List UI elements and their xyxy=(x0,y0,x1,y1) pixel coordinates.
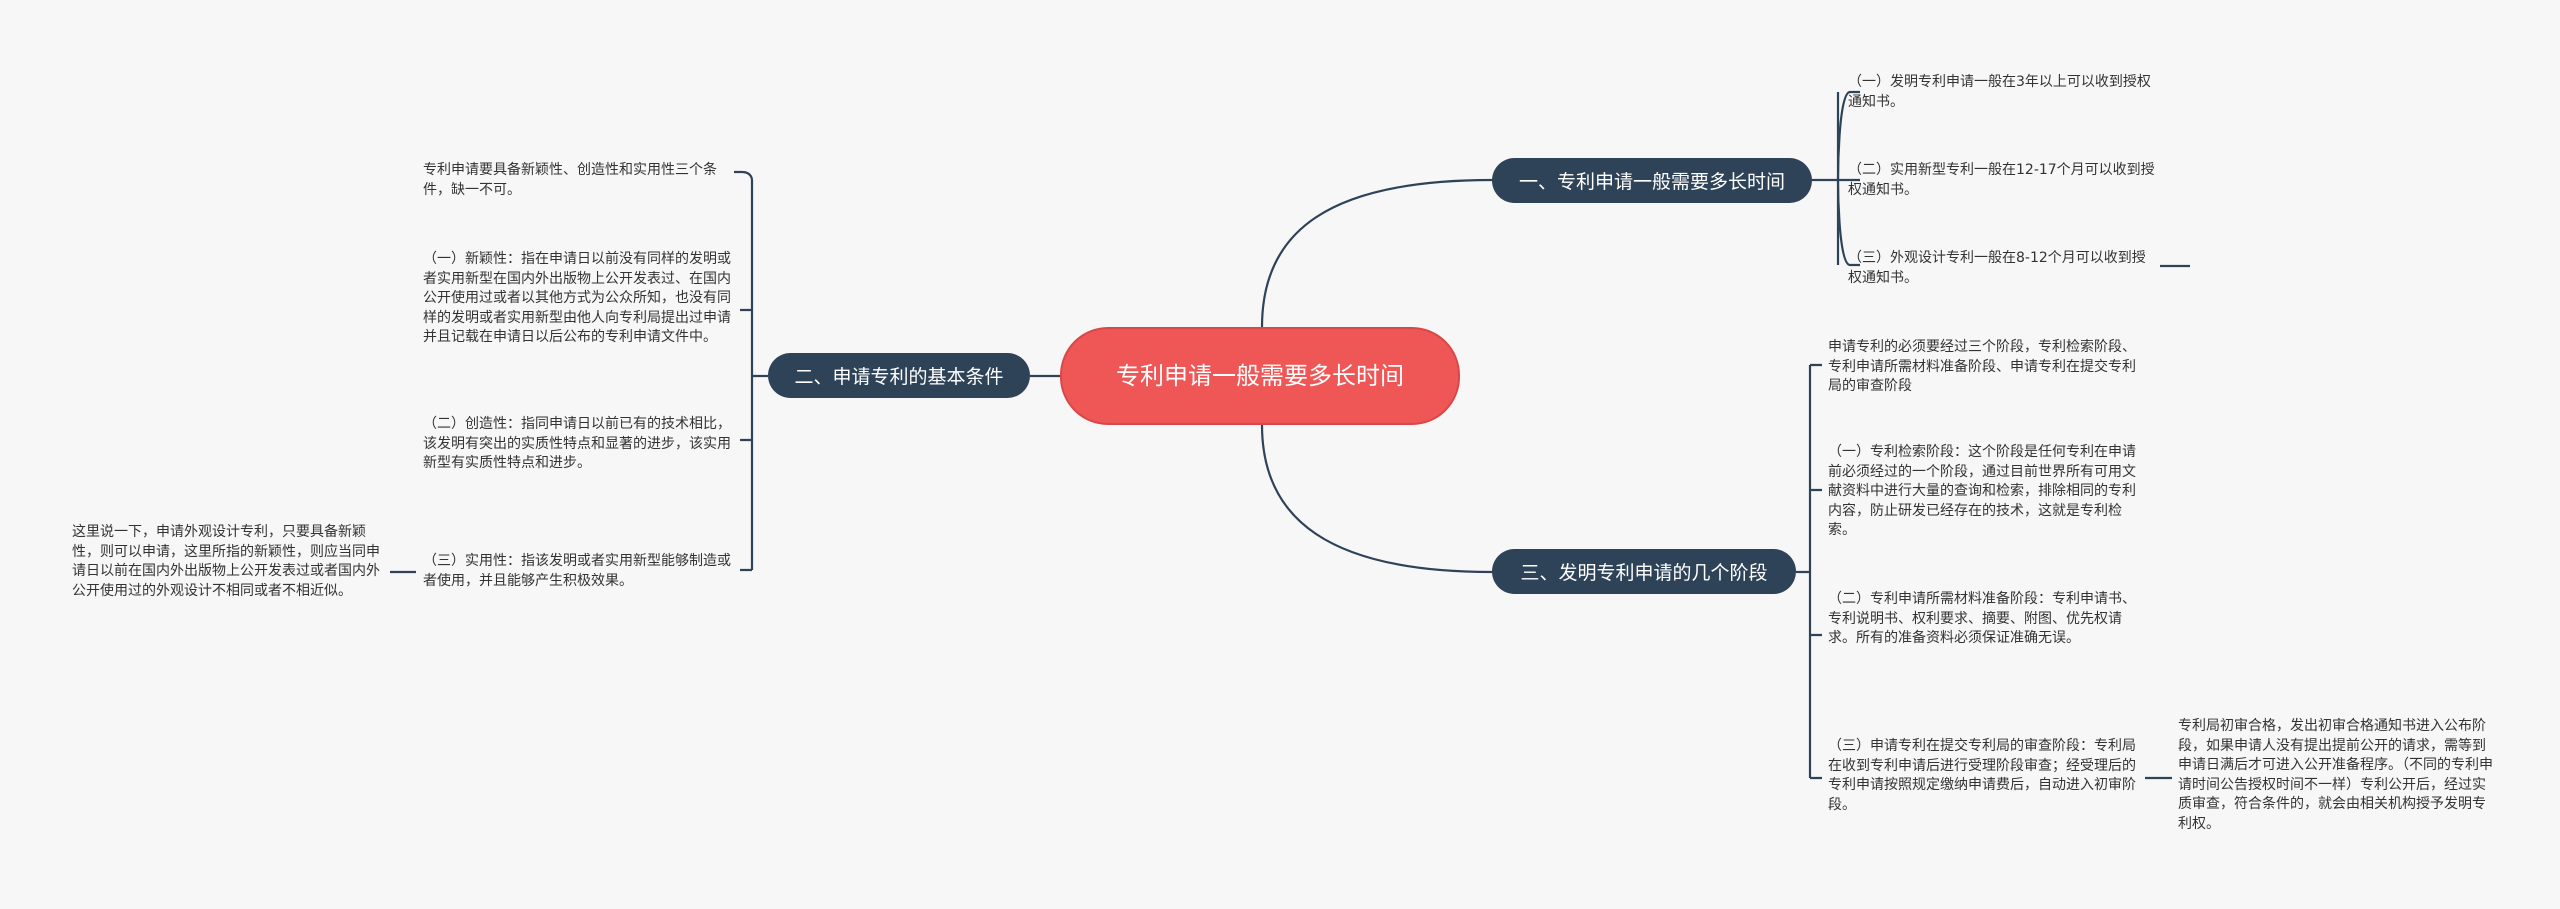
duration-invention: （一）发明专利申请一般在3年以上可以收到授权通知书。 xyxy=(1848,74,2151,110)
conditions-intro: 专利申请要具备新颖性、创造性和实用性三个条件，缺一不可。 xyxy=(423,162,717,198)
condition-novelty: （一）新颖性：指在申请日以前没有同样的发明或者实用新型在国内外出版物上公开发表过… xyxy=(423,251,731,345)
condition-inventiveness: （二）创造性：指同申请日以前已有的技术相比，该发明有突出的实质性特点和显著的进步… xyxy=(423,416,731,471)
duration-utility-model: （二）实用新型专利一般在12-17个月可以收到授权通知书。 xyxy=(1848,162,2155,198)
root-topic[interactable]: 专利申请一般需要多长时间 xyxy=(1060,327,1460,425)
design-novelty-note: 这里说一下，申请外观设计专利，只要具备新颖性，则可以申请，这里所指的新颖性，则应… xyxy=(72,524,380,599)
root-topic-label: 专利申请一般需要多长时间 xyxy=(1116,362,1404,390)
branch-stages-label: 三、发明专利申请的几个阶段 xyxy=(1520,562,1768,584)
branch-conditions-label: 二、申请专利的基本条件 xyxy=(794,366,1004,388)
examination-note: 专利局初审合格，发出初审合格通知书进入公布阶段，如果申请人没有提出提前公开的请求… xyxy=(2178,718,2493,832)
stages-intro: 申请专利的必须要经过三个阶段，专利检索阶段、专利申请所需材料准备阶段、申请专利在… xyxy=(1828,339,2136,394)
stage-examination: （三）申请专利在提交专利局的审查阶段：专利局在收到专利申请后进行受理阶段审查；经… xyxy=(1828,738,2136,813)
link-root-b3 xyxy=(1260,424,1493,574)
duration-design: （三）外观设计专利一般在8-12个月可以收到授权通知书。 xyxy=(1848,250,2146,286)
branch-duration-label: 一、专利申请一般需要多长时间 xyxy=(1518,171,1785,193)
branch-conditions[interactable]: 二、申请专利的基本条件 xyxy=(768,353,1030,398)
bracket-b1 xyxy=(1812,90,1860,267)
bracket-b2 xyxy=(734,170,768,572)
branch-stages[interactable]: 三、发明专利申请的几个阶段 xyxy=(1492,549,1796,594)
condition-practicality: （三）实用性：指该发明或者实用新型能够制造或者使用，并且能够产生积极效果。 xyxy=(423,553,731,589)
link-root-b1 xyxy=(1260,178,1493,328)
stage-preparation: （二）专利申请所需材料准备阶段：专利申请书、专利说明书、权利要求、摘要、附图、优… xyxy=(1828,591,2136,646)
stage-search: （一）专利检索阶段：这个阶段是任何专利在申请前必须经过的一个阶段，通过目前世界所… xyxy=(1828,444,2136,538)
branch-duration[interactable]: 一、专利申请一般需要多长时间 xyxy=(1492,158,1812,203)
bracket-b3 xyxy=(1796,363,1822,780)
